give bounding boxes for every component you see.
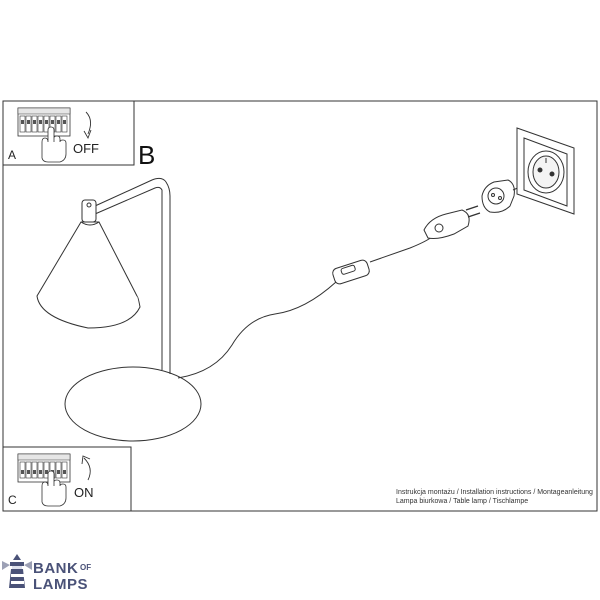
- plug-icon: [423, 205, 481, 239]
- caption-line-1: Instrukcja montażu / Installation instru…: [396, 489, 593, 496]
- panel-c: C ON: [2, 446, 132, 512]
- panel-a-state: OFF: [73, 141, 99, 156]
- lamp-base: [64, 366, 202, 442]
- panel-c-letter: C: [8, 493, 17, 507]
- breaker-panel-icon: [17, 453, 71, 483]
- lamp-cable: [177, 281, 337, 379]
- lamp-arm: [94, 177, 171, 215]
- drawing-frame: [2, 100, 598, 512]
- panel-a-letter: A: [8, 148, 16, 162]
- wall-socket-icon: [516, 127, 575, 215]
- table-lamp: [36, 177, 337, 442]
- plug-adapter-icon: [481, 179, 523, 213]
- lamp-shade: [36, 221, 141, 329]
- bank-of-lamps-logo: BANK OF LAMPS: [2, 554, 91, 593]
- panel-c-state: ON: [74, 485, 94, 500]
- rotate-arrow-icon: [83, 111, 92, 140]
- rotate-arrow-icon: [81, 455, 91, 481]
- hand-icon: [41, 470, 67, 507]
- cable-to-plug: [369, 236, 433, 263]
- panel-a: A OFF: [2, 100, 135, 166]
- logo-word-bank: BANK: [33, 560, 78, 577]
- inline-switch: [332, 236, 433, 285]
- step-b-label: B: [138, 140, 155, 170]
- hand-icon: [41, 126, 67, 163]
- lamp-pole: [161, 196, 171, 374]
- caption-line-2: Lampa biurkowa / Table lamp / Tischlampe: [396, 498, 528, 505]
- logo-word-lamps: LAMPS: [33, 576, 88, 593]
- breaker-panel-icon: [17, 107, 71, 137]
- lighthouse-icon: [2, 554, 32, 588]
- logo-word-of: OF: [80, 563, 91, 572]
